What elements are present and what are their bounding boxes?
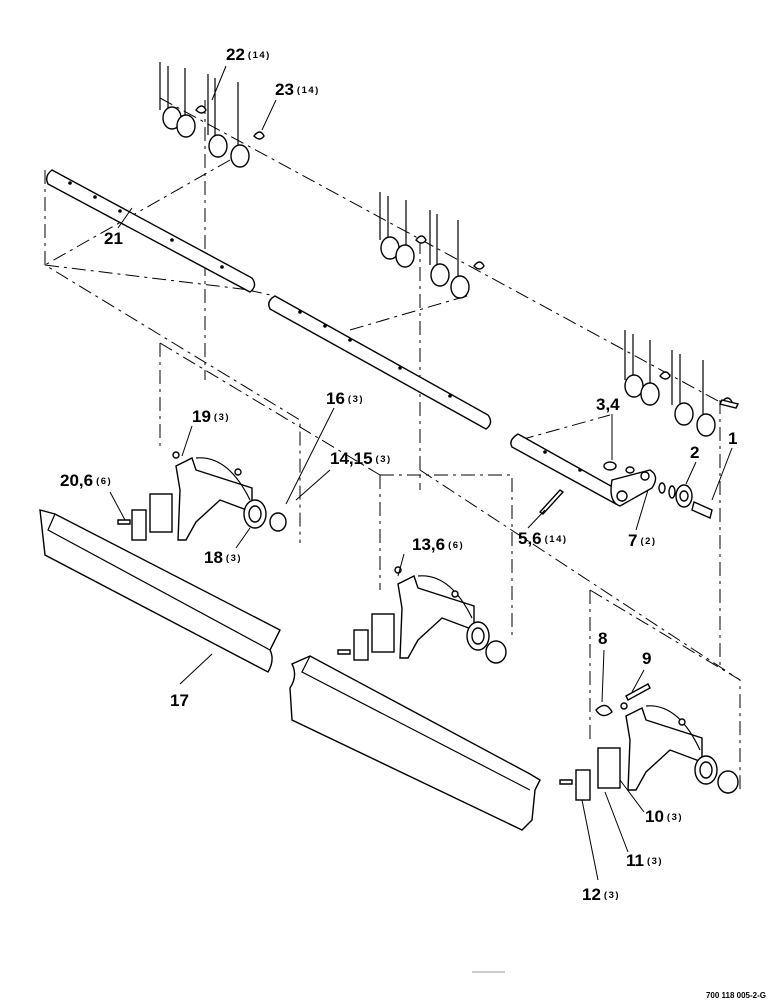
callout-2: 2 [690, 443, 699, 462]
spring-group-right [624, 330, 733, 437]
callout-5-6: 5,6(14) [518, 529, 568, 548]
callout-23: 23(14) [275, 80, 320, 99]
channel-beam-left [39, 509, 281, 673]
callout-9: 9 [642, 649, 651, 668]
assembly-centerlines [44, 97, 741, 790]
callout-8: 8 [598, 629, 607, 648]
callout-1: 1 [728, 429, 737, 448]
callout-10: 10(3) [645, 807, 683, 826]
bracket-assembly-middle [337, 566, 507, 664]
callout-22: 22(14) [226, 45, 271, 64]
shaft-right [510, 433, 622, 505]
shaft-middle [268, 295, 492, 430]
callout-20-6: 20,6(6) [60, 471, 112, 490]
shaft-21 [45, 169, 256, 293]
callout-7: 7(2) [628, 531, 657, 550]
callout-14-15: 14,15(3) [330, 449, 392, 468]
callout-3-4: 3,4 [596, 395, 620, 414]
callout-16: 16(3) [326, 389, 364, 408]
callout-17: 17 [170, 691, 189, 710]
callout-21: 21 [104, 229, 123, 248]
bracket-assembly-left [117, 451, 287, 541]
channel-beam-right [289, 655, 541, 831]
spring-group-left [159, 62, 265, 168]
callout-19: 19(3) [192, 407, 230, 426]
callout-13-6: 13,6(6) [412, 535, 464, 554]
callout-12: 12(3) [582, 885, 620, 904]
drawing-code: 700 118 005-2-G [706, 991, 766, 1000]
callout-18: 18(3) [204, 548, 242, 567]
callout-11: 11(3) [626, 851, 663, 870]
leader-lines [109, 65, 733, 881]
callout-labels: 22(14) 23(14) 21 19(3) 16(3) 3,4 1 2 14,… [60, 45, 737, 904]
bracket-assembly-right [559, 683, 739, 801]
end-hardware [538, 399, 740, 519]
spring-group-middle [379, 192, 485, 299]
